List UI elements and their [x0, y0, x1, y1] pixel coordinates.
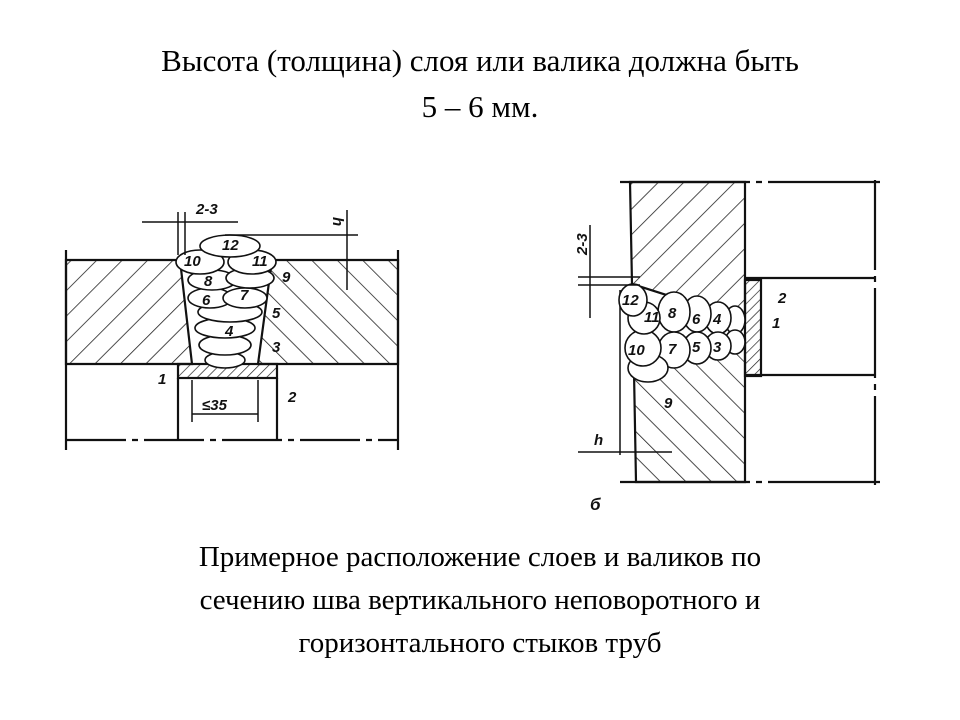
caption-line-1: Примерное расположение слоев и валиков п… — [198, 541, 762, 573]
right-bead-label-8: 8 — [668, 305, 677, 322]
bead-label-10: 10 — [184, 253, 201, 270]
vertical-joint-figure — [64, 210, 400, 450]
slide-caption: Примерное расположение слоев и валиков п… — [0, 536, 960, 665]
right-bead-label-2: 2 — [777, 290, 787, 307]
right-bead-label-3: 3 — [713, 339, 722, 356]
left-width-dimension: ≤35 — [202, 397, 228, 414]
right-bead-label-1: 1 — [772, 315, 780, 332]
left-weld-beads — [175, 234, 277, 369]
bead-label-4: 4 — [224, 323, 234, 340]
bead-label-8: 8 — [204, 273, 213, 290]
right-bead-label-7: 7 — [668, 341, 677, 358]
caption-line-2: сечению шва вертикального неповоротного … — [199, 584, 761, 616]
left-plate — [64, 258, 194, 366]
bead-label-12: 12 — [222, 237, 239, 254]
bead-label-3: 3 — [272, 339, 281, 356]
title-line-1: Высота (толщина) слоя или валика должна … — [161, 43, 799, 78]
right-figure-labels: 2-3 h б 1 2 3 4 5 6 7 8 9 10 11 12 — [574, 233, 787, 514]
right-bead-label-11: 11 — [644, 309, 660, 326]
right-bead-label-9: 9 — [664, 395, 673, 412]
left-gap-dimension: 2-3 — [195, 201, 218, 218]
right-bead-label-5: 5 — [692, 339, 701, 356]
right-height-dimension: h — [594, 432, 603, 449]
left-height-dimension: h — [329, 217, 346, 226]
right-bead-label-10: 10 — [628, 342, 645, 359]
bead-label-7: 7 — [240, 287, 249, 304]
bead-label-2: 2 — [287, 389, 297, 406]
right-weld-beads — [618, 283, 746, 383]
bead-label-11: 11 — [252, 253, 268, 270]
right-gap-dimension: 2-3 — [574, 233, 591, 256]
figure-label-b: б — [590, 495, 601, 514]
right-bead-label-4: 4 — [712, 311, 722, 328]
bead-label-5: 5 — [272, 305, 281, 322]
bead-label-6: 6 — [202, 292, 211, 309]
horizontal-joint-figure — [578, 180, 880, 485]
slide-title: Высота (толщина) слоя или валика должна … — [0, 38, 960, 130]
right-bead-label-6: 6 — [692, 311, 701, 328]
bead-label-9: 9 — [282, 269, 291, 286]
title-line-2: 5 – 6 мм. — [421, 89, 539, 124]
backing-strip-right — [743, 278, 763, 378]
right-bead-label-12: 12 — [622, 292, 639, 309]
caption-line-3: горизонтального стыков труб — [298, 627, 662, 659]
left-figure-labels: 2-3 h ≤35 1 2 3 4 5 6 7 8 9 10 11 12 — [158, 201, 346, 414]
bead-label-1: 1 — [158, 371, 166, 388]
